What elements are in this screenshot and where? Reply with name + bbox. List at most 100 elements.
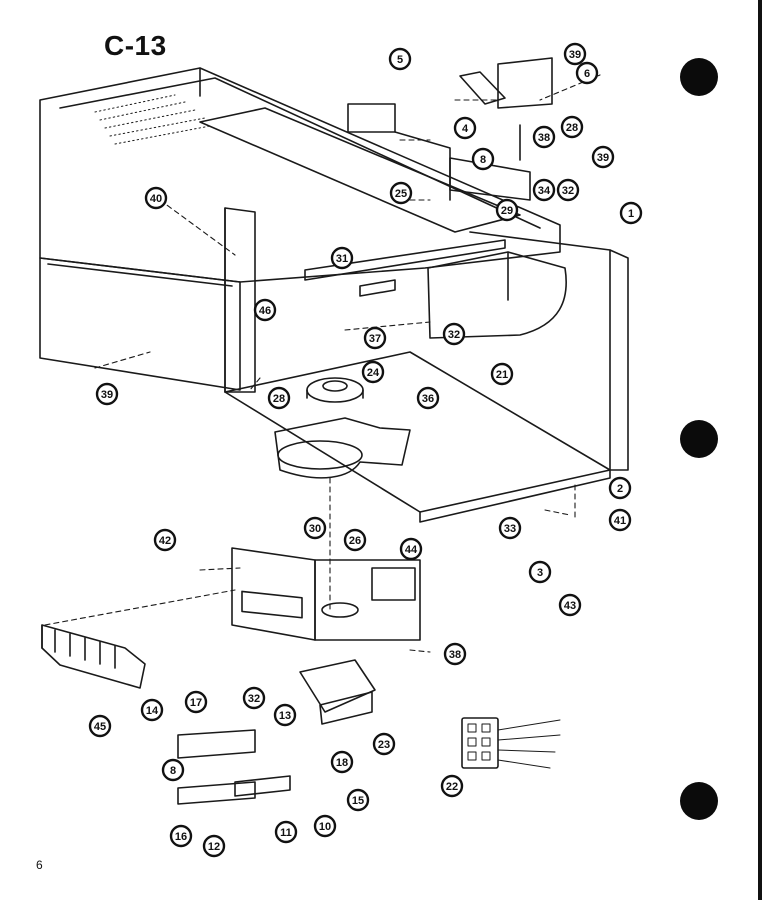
callout-18: 18 [330, 750, 354, 774]
svg-text:38: 38 [538, 132, 550, 144]
svg-text:30: 30 [309, 523, 321, 535]
svg-text:32: 32 [248, 693, 260, 705]
binder-hole-middle [680, 420, 718, 458]
svg-text:13: 13 [279, 710, 291, 722]
callout-37: 37 [363, 326, 387, 350]
callout-39: 39 [591, 145, 615, 169]
svg-text:12: 12 [208, 841, 220, 853]
svg-text:23: 23 [378, 739, 390, 751]
callout-32: 32 [442, 322, 466, 346]
svg-text:28: 28 [273, 393, 285, 405]
callout-36: 36 [416, 386, 440, 410]
callout-11: 11 [274, 820, 298, 844]
air-duct [274, 417, 411, 479]
callout-40: 40 [144, 186, 168, 210]
callout-4: 4 [453, 116, 477, 140]
svg-text:2: 2 [617, 483, 623, 495]
callout-44: 44 [399, 537, 423, 561]
callout-41: 41 [608, 508, 632, 532]
svg-text:18: 18 [336, 757, 348, 769]
callout-39: 39 [95, 382, 119, 406]
vent-strip [41, 624, 146, 689]
callout-21: 21 [490, 362, 514, 386]
svg-text:33: 33 [504, 523, 516, 535]
svg-text:31: 31 [336, 253, 348, 265]
svg-text:42: 42 [159, 535, 171, 547]
wire-connector [461, 717, 499, 769]
callout-45: 45 [88, 714, 112, 738]
callout-39: 39 [563, 42, 587, 66]
svg-text:39: 39 [569, 49, 581, 61]
svg-text:26: 26 [349, 535, 361, 547]
svg-text:41: 41 [614, 515, 626, 527]
svg-text:32: 32 [562, 185, 574, 197]
binder-hole-top [680, 58, 718, 96]
page-title: C-13 [104, 30, 167, 61]
svg-text:24: 24 [367, 367, 380, 379]
svg-text:11: 11 [280, 827, 292, 839]
callout-24: 24 [361, 360, 385, 384]
callout-46: 46 [253, 298, 277, 322]
callout-15: 15 [346, 788, 370, 812]
callout-43: 43 [558, 593, 582, 617]
callout-38: 38 [532, 125, 556, 149]
svg-text:29: 29 [501, 205, 513, 217]
callout-3: 3 [528, 560, 552, 584]
svg-text:34: 34 [538, 185, 551, 197]
page-edge-rule [758, 0, 762, 900]
svg-text:22: 22 [446, 781, 458, 793]
svg-text:16: 16 [175, 831, 187, 843]
callout-25: 25 [389, 181, 413, 205]
svg-text:5: 5 [397, 54, 403, 66]
callout-12: 12 [202, 834, 226, 858]
svg-text:8: 8 [170, 765, 176, 777]
svg-text:3: 3 [537, 567, 543, 579]
mounting-strip [304, 239, 506, 281]
svg-text:1: 1 [628, 208, 634, 220]
callout-34: 34 [532, 178, 556, 202]
svg-text:17: 17 [190, 697, 202, 709]
callout-2: 2 [608, 476, 632, 500]
callout-16: 16 [169, 824, 193, 848]
cabinet-floor [224, 351, 611, 513]
svg-text:28: 28 [566, 122, 578, 134]
cabinet-left-panel [39, 257, 241, 391]
callout-5: 5 [388, 47, 412, 71]
callout-42: 42 [153, 528, 177, 552]
callout-13: 13 [273, 703, 297, 727]
callout-8: 8 [161, 758, 185, 782]
callout-26: 26 [343, 528, 367, 552]
callout-14: 14 [140, 698, 164, 722]
svg-text:40: 40 [150, 193, 162, 205]
svg-text:4: 4 [462, 123, 469, 135]
callout-31: 31 [330, 246, 354, 270]
callout-22: 22 [440, 774, 464, 798]
svg-text:14: 14 [146, 705, 159, 717]
svg-text:44: 44 [405, 544, 418, 556]
callout-28: 28 [267, 386, 291, 410]
stirrer-cover [427, 251, 567, 339]
binder-hole-bottom [680, 782, 718, 820]
callout-8: 8 [471, 147, 495, 171]
callout-33: 33 [498, 516, 522, 540]
svg-text:10: 10 [319, 821, 331, 833]
callout-28: 28 [560, 115, 584, 139]
svg-text:39: 39 [597, 152, 609, 164]
callout-10: 10 [313, 814, 337, 838]
callout-30: 30 [303, 516, 327, 540]
callout-23: 23 [372, 732, 396, 756]
svg-text:39: 39 [101, 389, 113, 401]
callout-29: 29 [495, 198, 519, 222]
callout-17: 17 [184, 690, 208, 714]
callout-32: 32 [556, 178, 580, 202]
cabinet-right-wall [609, 249, 629, 471]
svg-text:36: 36 [422, 393, 434, 405]
svg-text:38: 38 [449, 649, 461, 661]
svg-text:21: 21 [496, 369, 508, 381]
svg-text:45: 45 [94, 721, 106, 733]
svg-text:25: 25 [395, 188, 407, 200]
svg-text:37: 37 [369, 333, 381, 345]
callout-32: 32 [242, 686, 266, 710]
